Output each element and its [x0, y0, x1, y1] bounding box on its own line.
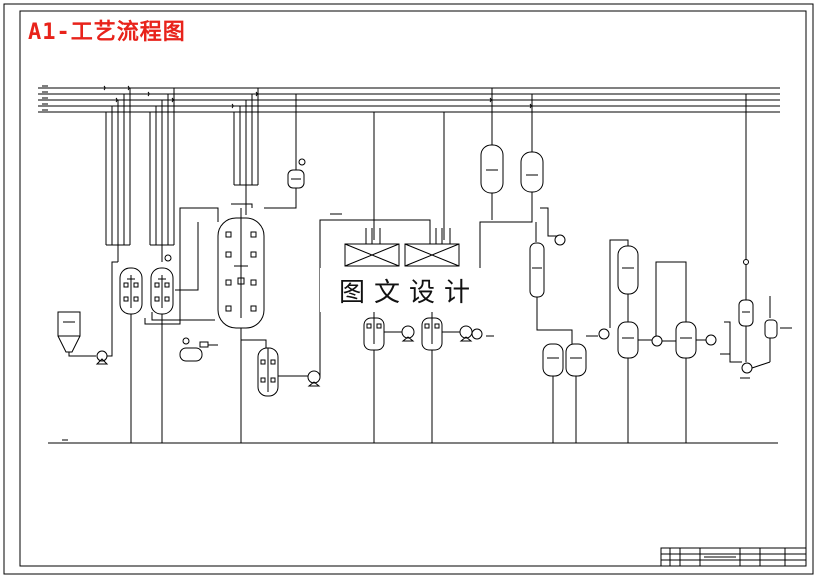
tank-pump-icon [651, 335, 663, 347]
filter-pump-2-base [459, 336, 473, 342]
right-tank-piping [655, 261, 706, 443]
crystallizer-2 [404, 243, 460, 267]
distillation-column [529, 242, 545, 298]
receiver-piping [552, 335, 598, 443]
mixing-tank-1-agitator [123, 275, 139, 308]
transfer-line [319, 219, 345, 377]
main-reactor-agitator [225, 203, 257, 318]
mixing-tank-piping [130, 207, 219, 443]
filter-pump-1-base [401, 336, 415, 342]
watermark-text: 图文设计 [338, 277, 479, 308]
storage-tank-2 [520, 151, 544, 193]
gauge-icon [164, 254, 172, 262]
dryer-piping [724, 296, 771, 369]
transfer-pump-base [307, 381, 321, 387]
feed-hopper-cone [57, 335, 81, 353]
tall-vessel [617, 245, 639, 295]
feed-pump-base [95, 358, 109, 365]
outer-frame [3, 3, 814, 575]
right-tank [675, 321, 697, 359]
gauge-icon-right [743, 259, 749, 265]
reactor-top-feed [264, 188, 297, 209]
solvent-pump-icon [554, 234, 566, 246]
reactor-bottom [240, 328, 267, 348]
drawing-title: A1-工艺流程图 [28, 20, 186, 45]
crystallizer-1 [344, 243, 400, 267]
utility-header-lines [38, 87, 780, 113]
reactor-header-drops [233, 88, 747, 300]
watermark: 图文设计 [320, 268, 498, 312]
buffer-vessel-gauge-icon [182, 337, 190, 345]
dryer-column [738, 299, 754, 327]
buffer-vessel-cap [199, 341, 209, 348]
transfer-pump-icon [307, 370, 321, 384]
feed-hopper [57, 311, 81, 337]
header-crossing-marks [103, 85, 532, 109]
secondary-reactor-agitator [260, 348, 276, 392]
utility-header-marks [42, 85, 48, 111]
lower-tank [617, 321, 639, 359]
right-pump-icon [705, 334, 717, 346]
filter-tank-2-agitator [424, 312, 460, 443]
tall-vessel-piping [609, 239, 652, 443]
filter-tank-1-agitator [366, 312, 402, 443]
mixing-tank-2-agitator [154, 275, 170, 308]
crystallizer-piping [345, 219, 451, 244]
product-vessel [764, 319, 778, 339]
column-bottom-line [536, 297, 573, 344]
condenser-gauge-icon [298, 158, 306, 166]
inner-frame [19, 10, 807, 567]
receiver-1 [542, 343, 564, 377]
feed-pump-discharge [107, 261, 118, 357]
storage-tank-1 [480, 144, 504, 194]
receiver-pump-icon [598, 328, 610, 340]
dryer-pump-icon [741, 362, 753, 374]
title-block [660, 547, 807, 567]
storage-tank-piping [479, 192, 558, 268]
filter-pump-1-icon [401, 325, 415, 339]
left-header-drops [105, 88, 175, 262]
receiver-2 [565, 343, 587, 377]
buffer-vessel [179, 347, 203, 362]
feed-line [68, 352, 96, 357]
filter-pump-2-icon [459, 325, 473, 339]
product-pump-icon [471, 328, 483, 340]
